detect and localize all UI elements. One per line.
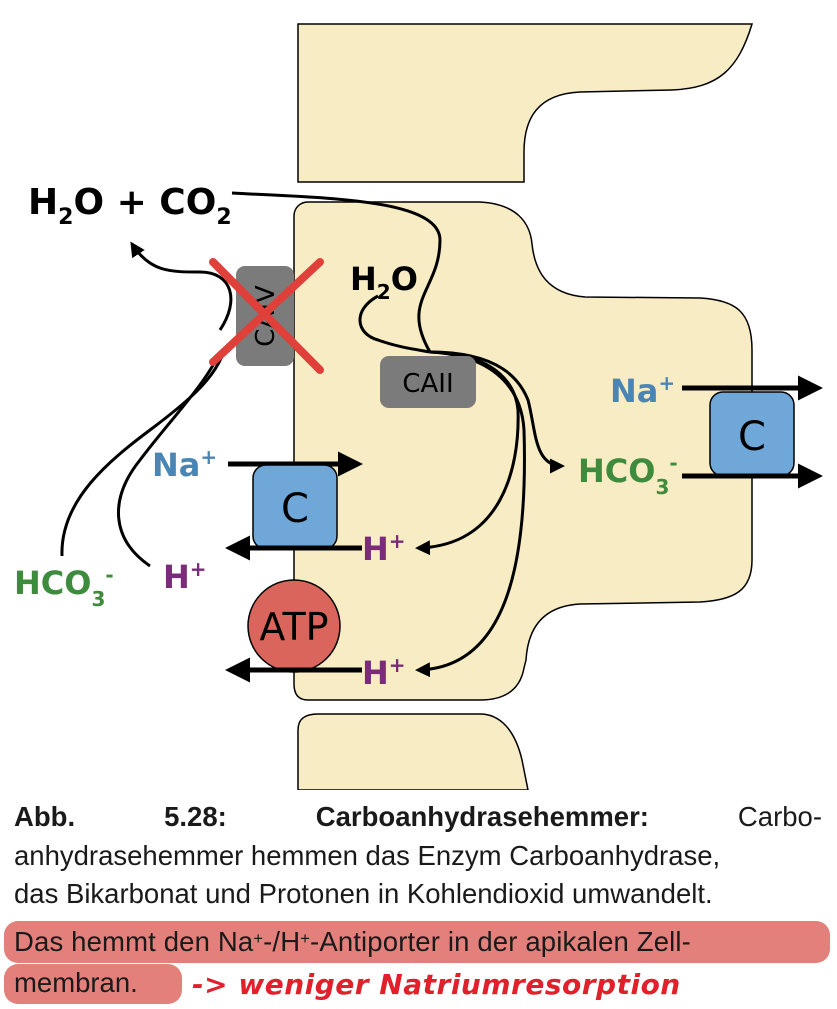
caii-label: CAII (402, 369, 453, 399)
caiv-to-products-arrow (130, 241, 233, 331)
caption-line-3: das Bikarbonat und Protonen in Kohlendio… (14, 878, 713, 909)
caption-highlighted: Das hemmt den Na+-/H+-Antiporter in der … (14, 920, 822, 1006)
figure-number: 5.28: (164, 801, 227, 832)
lower-neighbor-cell (297, 713, 529, 790)
caii-to-hco3-arrow (429, 350, 565, 474)
lumen-h-label: H+ (163, 557, 207, 596)
apical-h-label: H+ (362, 529, 406, 568)
basolateral-symporter: C (709, 391, 795, 477)
basolateral-hco3-label: HCO3- (578, 451, 678, 499)
caption-line-1: Abb. 5.28: Carboanhydrasehemmer: Carbo- (14, 798, 822, 835)
caii-enzyme: CAII (380, 356, 476, 408)
upper-neighbor-cell (297, 23, 754, 183)
caption-line-2: anhydrasehemmer hemmen das Enzym Carboan… (14, 840, 721, 871)
highlight-line-5 (4, 964, 182, 1004)
atpase-h-label: H+ (362, 653, 406, 692)
h2o-to-caii-path (358, 294, 431, 354)
apical-antiporter: C (252, 464, 338, 550)
atp-label: ATP (259, 605, 328, 649)
h-to-caiv-path (117, 351, 222, 568)
lumen-hco3-label: HCO3- (14, 563, 114, 611)
figure-caption: Abb. 5.28: Carboanhydrasehemmer: Carbo- … (14, 798, 822, 1008)
hco3-to-caiv-path (60, 355, 224, 557)
apical-na-label: Na+ (152, 445, 217, 484)
h-atpase: ATP (247, 579, 341, 673)
carbonic-anhydrase-diagram: H2O + CO2 CAIV H2O CAII Na+ C H+ ATP (14, 23, 823, 790)
co2-diffusion-path (231, 191, 442, 353)
h2o-co2-label: H2O + CO2 (28, 182, 232, 230)
caption-line-4: Das hemmt den Na+-/H+-Antiporter in der … (14, 926, 691, 957)
caption-word-carbo: Carbo- (737, 801, 822, 832)
basolateral-na-label: Na+ (610, 371, 675, 410)
handwritten-note: -> weniger Natriumresorption (192, 968, 681, 1001)
caii-to-h-apical-arrow (415, 350, 520, 556)
inhibition-cross-icon (209, 258, 324, 374)
figure-title: Carboanhydrasehemmer: (315, 801, 649, 832)
figure-label: Abb. (14, 801, 76, 832)
caption-line-5: membran. (14, 967, 138, 998)
caii-to-h-atpase-arrow (415, 350, 526, 678)
basolateral-symporter-label: C (738, 414, 766, 460)
cell-h2o-label: H2O (350, 260, 418, 304)
apical-antiporter-label: C (281, 486, 309, 532)
highlight-line-4 (4, 921, 830, 963)
